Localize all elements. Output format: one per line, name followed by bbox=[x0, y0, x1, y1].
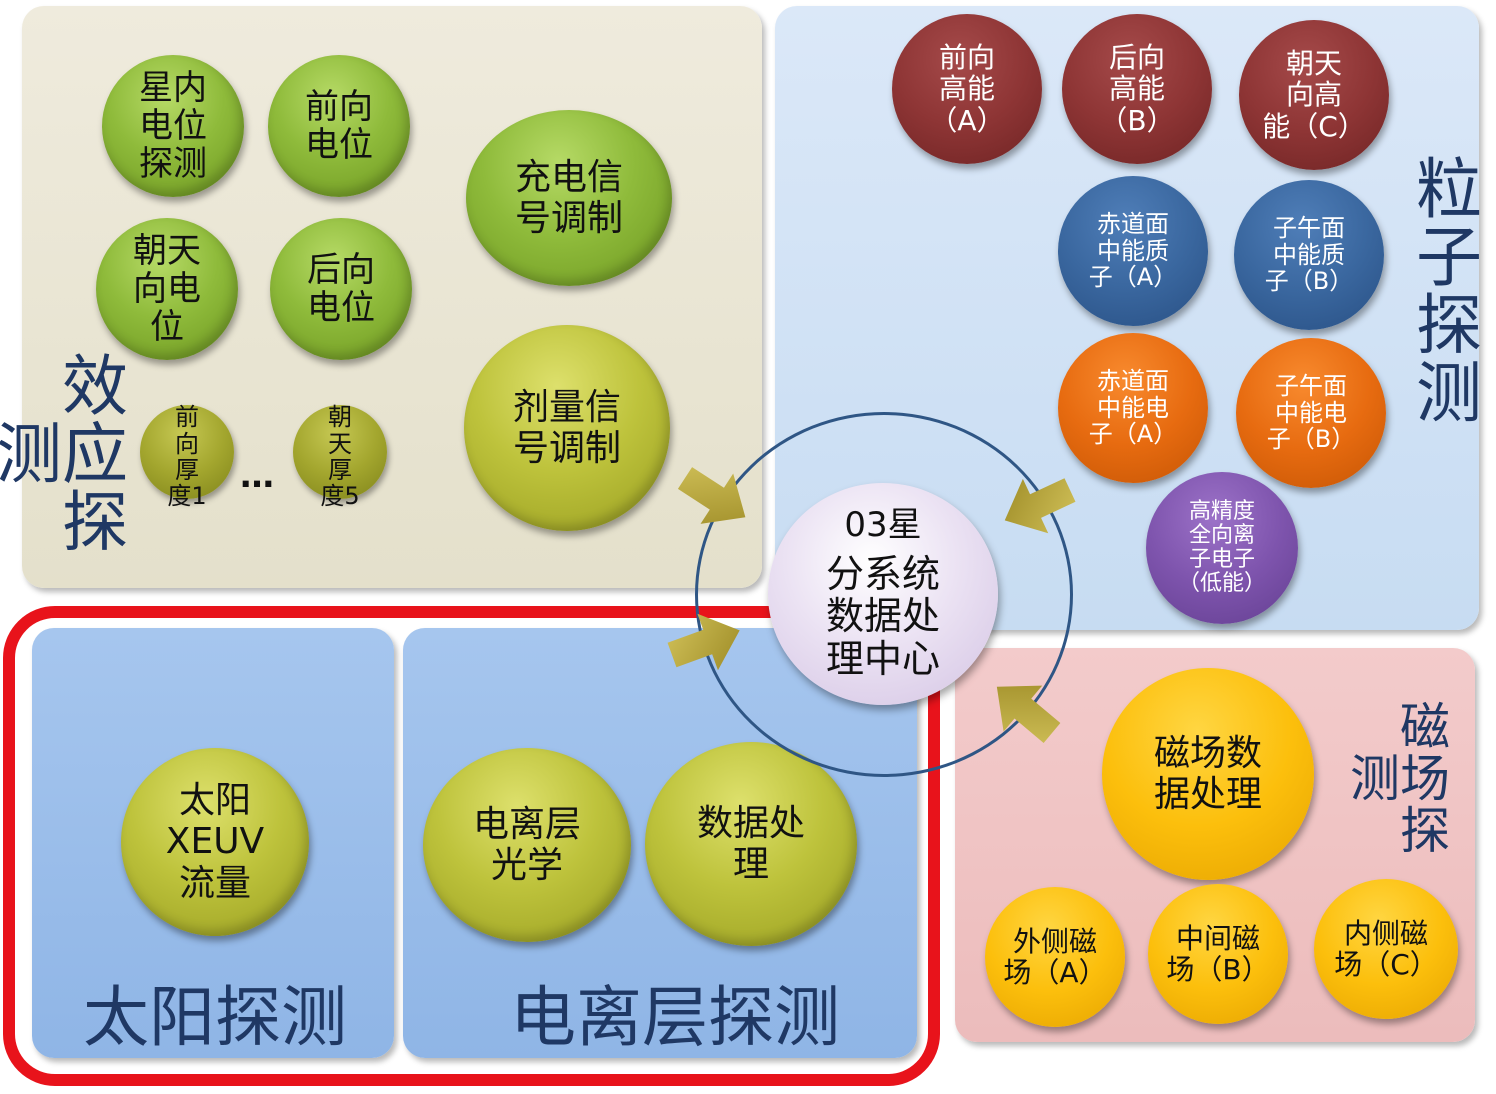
center-title-text: 03星 bbox=[844, 505, 922, 546]
meridian-proton-b-text: 子午面 中能质 子（B） bbox=[1264, 214, 1354, 296]
meridian-electron-b-node[interactable]: 子午面 中能电 子（B） bbox=[1236, 338, 1386, 488]
high-precision-ion-node[interactable]: 高精度 全向离 子电子 （低能） bbox=[1146, 472, 1298, 624]
internal-potential-node[interactable]: 星内 电位 探测 bbox=[102, 55, 244, 197]
zenith-high-energy-c-text: 朝天 向高 能（C） bbox=[1262, 46, 1366, 143]
internal-potential-text: 星内 电位 探测 bbox=[139, 67, 207, 185]
ionosphere-optics-text: 电离层 光学 bbox=[472, 803, 581, 886]
ionosphere-optics-node[interactable]: 电离层 光学 bbox=[423, 748, 631, 942]
backward-high-energy-b-text: 后向 高能 （B） bbox=[1099, 40, 1175, 137]
ionosphere-data-processing-node[interactable]: 数据处 理 bbox=[645, 742, 857, 946]
equatorial-electron-a-text: 赤道面 中能电 子（A） bbox=[1088, 367, 1178, 449]
center-ring bbox=[695, 412, 1073, 777]
particle-panel-label: 粒子探测 bbox=[1405, 154, 1482, 426]
forward-potential-node[interactable]: 前向 电位 bbox=[268, 55, 410, 197]
equatorial-electron-a-node[interactable]: 赤道面 中能电 子（A） bbox=[1058, 333, 1208, 483]
charging-modulation-node[interactable]: 充电信 号调制 bbox=[466, 110, 672, 286]
solar-panel-label: 太阳探测 bbox=[83, 979, 347, 1056]
dose-modulation-node[interactable]: 剂量信 号调制 bbox=[464, 325, 670, 531]
solar-xeuv-flux-text: 太阳 XEUV 流量 bbox=[165, 780, 265, 904]
solar-xeuv-flux-node[interactable]: 太阳 XEUV 流量 bbox=[121, 748, 309, 936]
ionosphere-panel-label: 电离层探测 bbox=[510, 979, 840, 1056]
magnetic-data-processing-text: 磁场数 据处理 bbox=[1153, 732, 1262, 815]
forward-high-energy-a-node[interactable]: 前向 高能 （A） bbox=[892, 14, 1042, 164]
zenith-potential-node[interactable]: 朝天 向电 位 bbox=[96, 218, 238, 360]
effect-panel-label: 效应探测 bbox=[0, 351, 128, 555]
ellipsis-text: … bbox=[240, 456, 274, 496]
forward-thickness1-node[interactable]: 前 向 厚 度1 bbox=[140, 404, 234, 510]
high-precision-ion-text: 高精度 全向离 子电子 （低能） bbox=[1177, 498, 1266, 597]
backward-potential-node[interactable]: 后向 电位 bbox=[270, 218, 412, 360]
zenith-thickness5-node[interactable]: 朝 天 厚 度5 bbox=[293, 404, 387, 510]
forward-thickness1-text: 前 向 厚 度1 bbox=[167, 403, 207, 511]
charging-modulation-text: 充电信 号调制 bbox=[514, 156, 623, 239]
center-body-text: 分系统 数据处 理中心 bbox=[825, 551, 940, 681]
forward-high-energy-a-text: 前向 高能 （A） bbox=[929, 40, 1005, 137]
middle-magnetic-b-node[interactable]: 中间磁 场（B） bbox=[1148, 884, 1288, 1024]
data-processing-center-node[interactable]: 03星 分系统 数据处 理中心 bbox=[768, 483, 998, 705]
backward-high-energy-b-node[interactable]: 后向 高能 （B） bbox=[1062, 14, 1212, 164]
middle-magnetic-b-text: 中间磁 场（B） bbox=[1166, 921, 1270, 986]
inner-magnetic-c-text: 内侧磁 场（C） bbox=[1334, 916, 1438, 981]
outer-magnetic-a-text: 外侧磁 场（A） bbox=[1003, 924, 1107, 989]
magnetic-panel-label: 磁场探测 bbox=[1342, 700, 1450, 856]
dose-modulation-text: 剂量信 号调制 bbox=[512, 386, 621, 469]
forward-potential-text: 前向 电位 bbox=[305, 86, 373, 165]
magnetic-data-processing-node[interactable]: 磁场数 据处理 bbox=[1102, 668, 1314, 880]
outer-magnetic-a-node[interactable]: 外侧磁 场（A） bbox=[985, 887, 1125, 1027]
zenith-high-energy-c-node[interactable]: 朝天 向高 能（C） bbox=[1239, 20, 1389, 170]
backward-potential-text: 后向 电位 bbox=[307, 249, 375, 328]
ionosphere-data-processing-text: 数据处 理 bbox=[696, 802, 805, 885]
equatorial-proton-a-node[interactable]: 赤道面 中能质 子（A） bbox=[1058, 176, 1208, 326]
meridian-proton-b-node[interactable]: 子午面 中能质 子（B） bbox=[1234, 180, 1384, 330]
meridian-electron-b-text: 子午面 中能电 子（B） bbox=[1266, 372, 1356, 454]
inner-magnetic-c-node[interactable]: 内侧磁 场（C） bbox=[1314, 879, 1458, 1019]
zenith-thickness5-text: 朝 天 厚 度5 bbox=[320, 403, 360, 511]
equatorial-proton-a-text: 赤道面 中能质 子（A） bbox=[1088, 210, 1178, 292]
zenith-potential-text: 朝天 向电 位 bbox=[133, 230, 201, 348]
